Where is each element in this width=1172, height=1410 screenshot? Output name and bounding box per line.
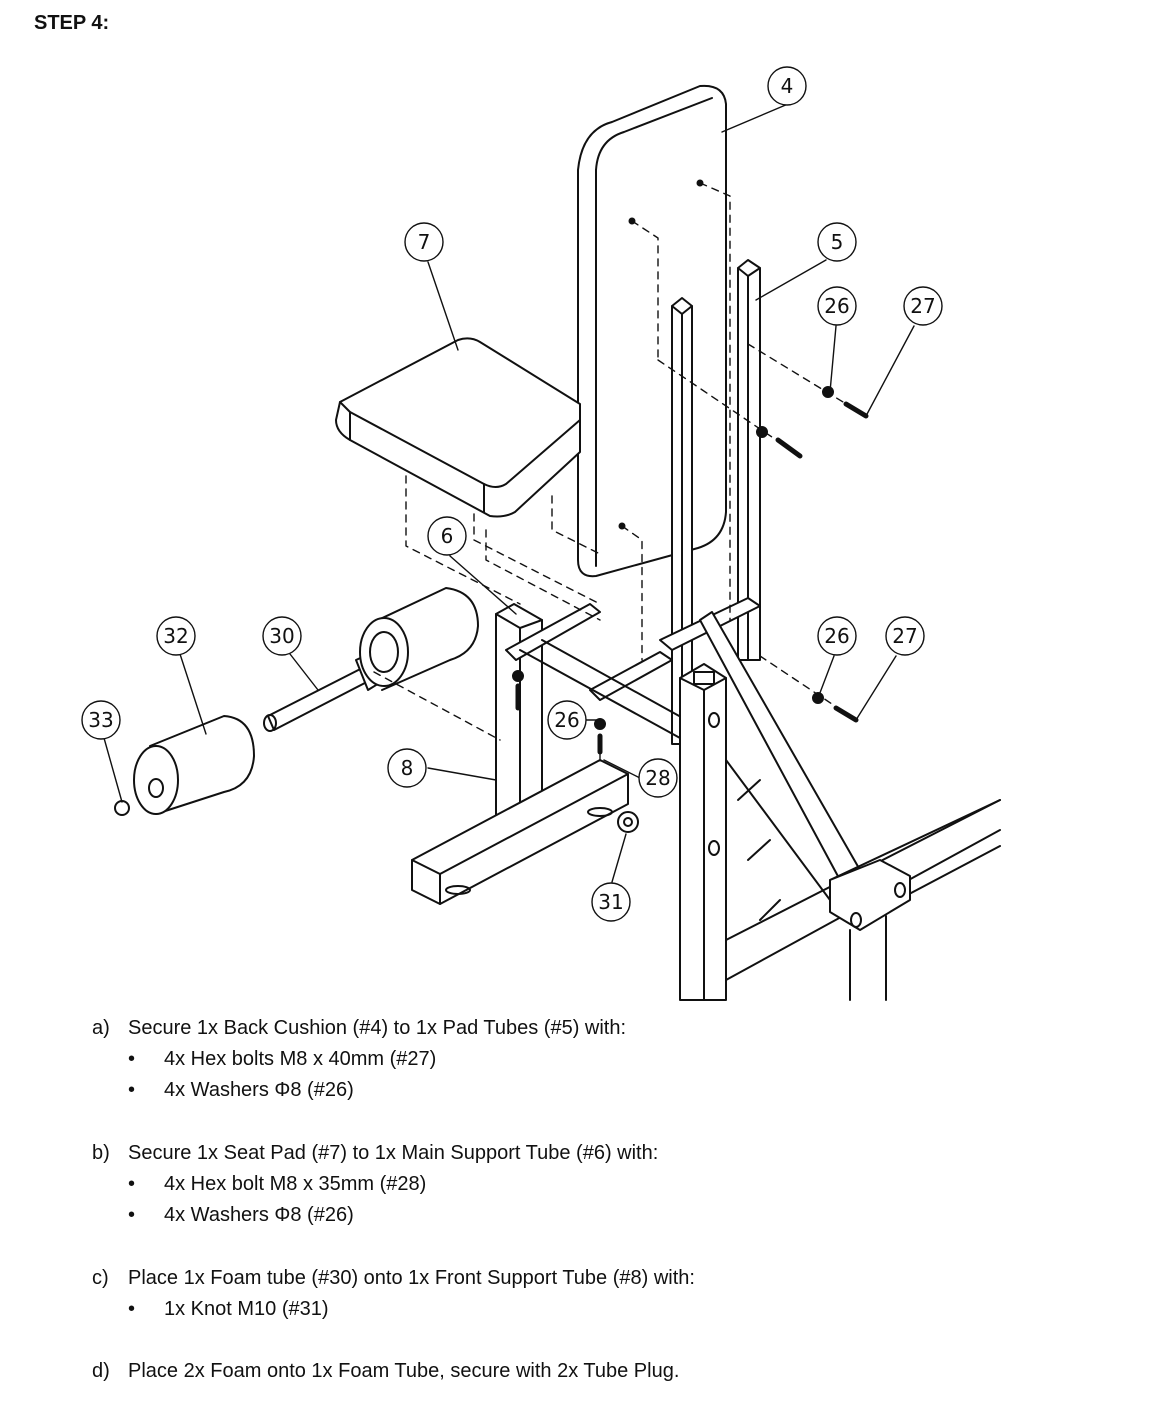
callout-27-middle: 27 — [885, 616, 925, 656]
seat-pad — [335, 337, 581, 518]
callout-26-middle-label: 26 — [824, 624, 849, 648]
callout-26-upper: 26 — [817, 286, 857, 326]
instruction-c-bullet-1: 1x Knot M10 (#31) — [128, 1294, 695, 1325]
callout-5-label: 5 — [831, 230, 844, 254]
assembly-diagram: 4 7 5 26 27 6 32 30 26 27 33 26 8 28 31 — [0, 40, 1172, 1010]
callout-31-label: 31 — [598, 890, 623, 914]
instruction-d-letter: d) — [92, 1360, 110, 1382]
callout-33-label: 33 — [88, 708, 113, 732]
instruction-b-text: Secure 1x Seat Pad (#7) to 1x Main Suppo… — [128, 1142, 659, 1164]
instruction-a-letter: a) — [92, 1017, 110, 1039]
callout-27-middle-label: 27 — [892, 624, 917, 648]
instruction-a-bullet-2: 4x Washers Φ8 (#26) — [128, 1075, 626, 1106]
callout-30: 30 — [262, 616, 302, 656]
instruction-c-letter: c) — [92, 1267, 109, 1289]
instruction-b-bullet-1: 4x Hex bolt M8 x 35mm (#28) — [128, 1169, 658, 1200]
leader-lines — [103, 103, 915, 883]
instruction-b: b) Secure 1x Seat Pad (#7) to 1x Main Sup… — [92, 1137, 658, 1231]
instruction-c-text: Place 1x Foam tube (#30) onto 1x Front S… — [128, 1267, 695, 1289]
callout-5: 5 — [817, 222, 857, 262]
callout-28-label: 28 — [645, 766, 670, 790]
callout-27-upper: 27 — [903, 286, 943, 326]
callout-26-lower-label: 26 — [554, 708, 579, 732]
callout-6-label: 6 — [441, 524, 454, 548]
assembly-lines — [373, 182, 867, 761]
callout-6: 6 — [427, 516, 467, 556]
instruction-d: d) Place 2x Foam onto 1x Foam Tube, secur… — [92, 1355, 679, 1387]
callout-4: 4 — [767, 66, 807, 106]
foam-roller-upper — [359, 587, 479, 691]
callout-28: 28 — [638, 758, 678, 798]
callout-26-middle: 26 — [817, 616, 857, 656]
callouts: 4 7 5 26 27 6 32 30 26 27 33 26 8 28 31 — [81, 66, 943, 922]
instruction-c: c) Place 1x Foam tube (#30) onto 1x Front… — [92, 1262, 695, 1325]
callout-26-upper-label: 26 — [824, 294, 849, 318]
instruction-a: a) Secure 1x Back Cushion (#4) to 1x Pad … — [92, 1012, 626, 1106]
callout-32: 32 — [156, 616, 196, 656]
callout-7-label: 7 — [418, 230, 431, 254]
main-frame — [679, 611, 1001, 1001]
callout-8-label: 8 — [401, 756, 414, 780]
instruction-a-bullet-1: 4x Hex bolts M8 x 40mm (#27) — [128, 1044, 626, 1075]
callout-7: 7 — [404, 222, 444, 262]
instruction-b-bullet-2: 4x Washers Φ8 (#26) — [128, 1200, 658, 1231]
callout-33: 33 — [81, 700, 121, 740]
callout-31: 31 — [591, 882, 631, 922]
step-title: STEP 4: — [34, 12, 110, 34]
callout-26-lower: 26 — [547, 700, 587, 740]
callout-27-upper-label: 27 — [910, 294, 935, 318]
pad-tubes — [659, 259, 761, 745]
callout-8: 8 — [387, 748, 427, 788]
callout-30-label: 30 — [269, 624, 294, 648]
back-cushion — [577, 84, 727, 578]
instruction-b-letter: b) — [92, 1142, 110, 1164]
instruction-a-text: Secure 1x Back Cushion (#4) to 1x Pad Tu… — [128, 1017, 627, 1039]
foam-roller-lower — [133, 715, 255, 815]
callout-32-label: 32 — [163, 624, 188, 648]
instruction-d-text: Place 2x Foam onto 1x Foam Tube, secure … — [128, 1360, 680, 1382]
callout-4-label: 4 — [781, 74, 794, 98]
